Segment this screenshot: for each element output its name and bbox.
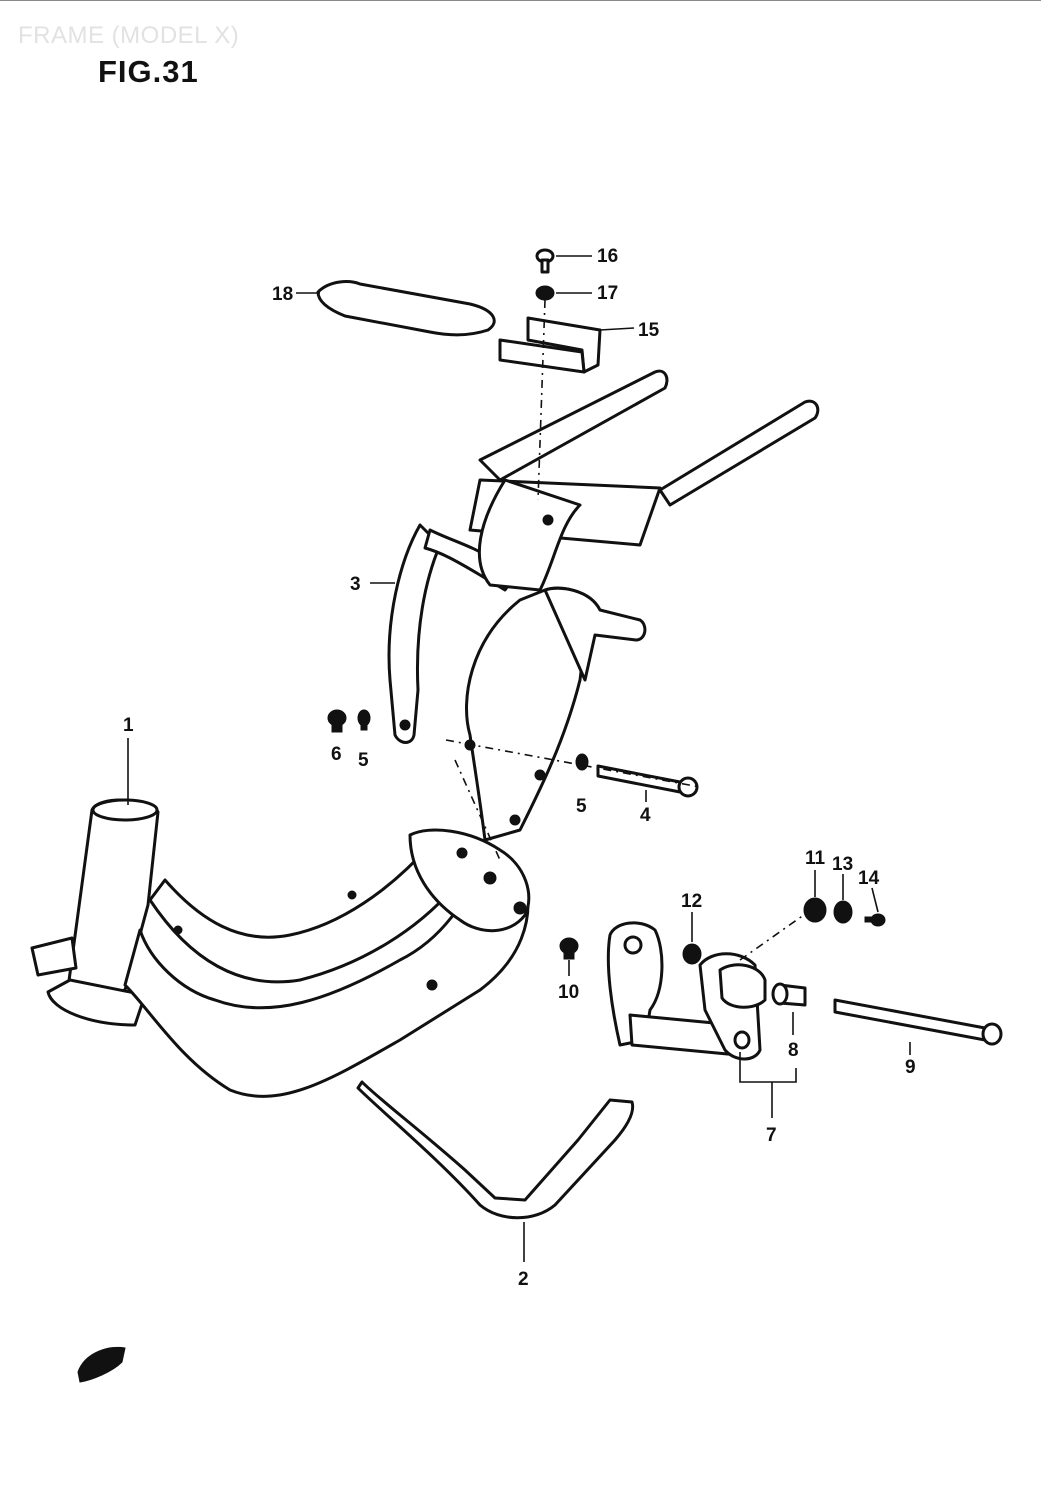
callout-15: 15 (638, 320, 660, 341)
part-6-nut (327, 709, 347, 733)
part-7-stand-assembly (606, 921, 767, 1061)
callout-13: 13 (832, 854, 853, 875)
part-18-cover (316, 280, 496, 337)
part-16-bolt (535, 248, 555, 274)
leader-lines (127, 255, 911, 1262)
callout-17: 17 (597, 283, 618, 304)
callout-3: 3 (350, 574, 361, 595)
callout-7: 7 (766, 1125, 777, 1146)
part-10-nut (559, 937, 579, 960)
part-14-bolt (864, 913, 886, 927)
callout-2: 2 (518, 1269, 529, 1290)
callout-18: 18 (272, 284, 293, 305)
part-1-main-frame (30, 586, 647, 1098)
part-9-long-bolt (833, 998, 1003, 1046)
callout-1: 1 (123, 715, 134, 736)
callout-8: 8 (788, 1040, 799, 1061)
part-5-washer-lower (575, 753, 589, 771)
part-5-washer-upper (357, 709, 371, 731)
figure-title: FIG.31 (98, 54, 199, 89)
top-border (0, 0, 1041, 1)
part-2-strap (356, 1080, 635, 1220)
callout-10: 10 (558, 982, 579, 1003)
callout-5-lower: 5 (576, 796, 587, 817)
callout-14: 14 (858, 868, 880, 889)
callout-4: 4 (640, 805, 651, 826)
callout-9: 9 (905, 1057, 916, 1078)
callout-6: 6 (331, 744, 342, 765)
brand-logo-icon (77, 1346, 126, 1383)
part-8-collar (771, 982, 807, 1007)
callout-5-upper: 5 (358, 750, 369, 771)
part-3-rear-frame (387, 369, 820, 744)
part-12-nut (682, 943, 702, 965)
part-17-washer (535, 285, 555, 301)
part-11-bushing (803, 897, 827, 923)
part-4-bolt (596, 764, 699, 798)
callout-11: 11 (805, 848, 826, 869)
part-15-bracket (498, 316, 602, 374)
callout-16: 16 (597, 246, 618, 267)
callout-12: 12 (681, 891, 702, 912)
watermark-title: FRAME (MODEL X) (18, 22, 240, 49)
part-13-washer (833, 900, 853, 924)
